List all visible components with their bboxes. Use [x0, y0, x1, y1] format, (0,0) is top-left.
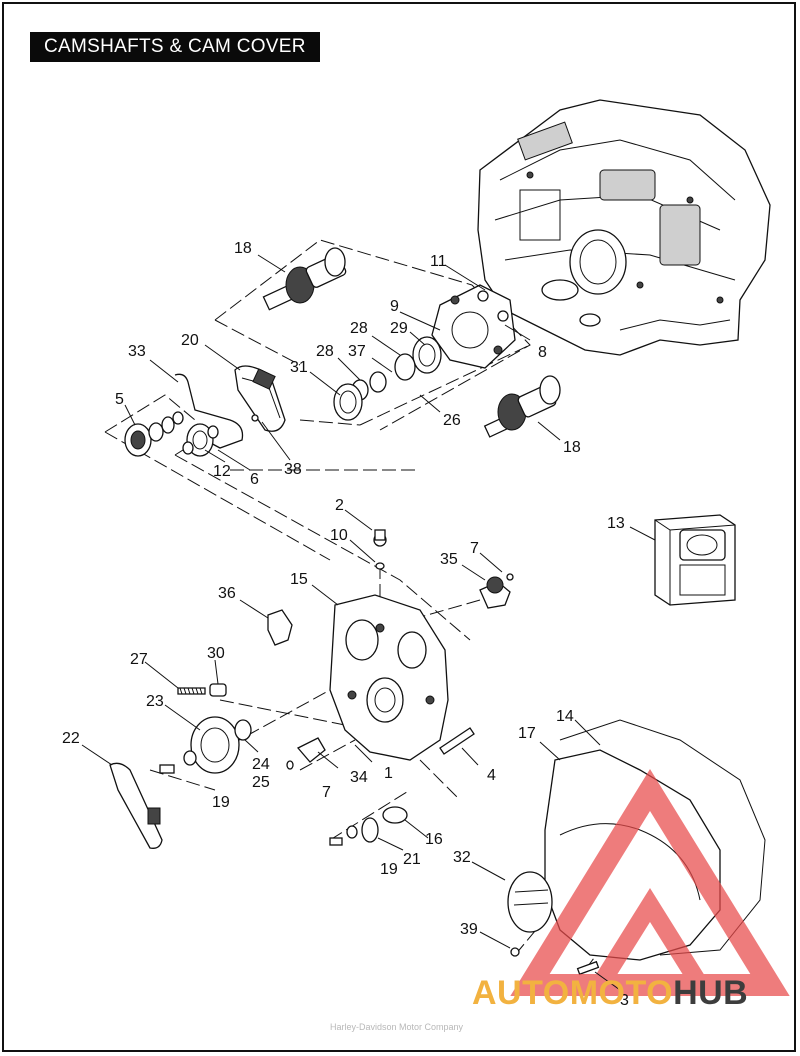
callout-36: 36 [218, 585, 236, 602]
assembly-lines [104, 239, 601, 971]
callout-19-left: 19 [212, 794, 230, 811]
callout-8: 8 [538, 344, 547, 361]
callout-31: 31 [290, 359, 308, 376]
callout-29: 29 [390, 320, 408, 337]
callout-6: 6 [250, 471, 259, 488]
callout-28-upper: 28 [350, 320, 368, 337]
callout-22: 22 [62, 730, 80, 747]
callout-5: 5 [115, 391, 124, 408]
sprocket-bearing-group [124, 411, 219, 457]
watermark-part1: AUTOMOTO [472, 974, 674, 1012]
gasket-kit-box [654, 514, 736, 606]
callout-3: 3 [620, 992, 629, 1009]
callout-37: 37 [348, 343, 366, 360]
callout-4: 4 [487, 767, 496, 784]
callout-18-lower: 18 [563, 439, 581, 456]
oil-pump-drive [109, 716, 252, 849]
callout-39: 39 [460, 921, 478, 938]
camshaft-rear [262, 247, 347, 311]
watermark-text: AUTOMOTOHUB [472, 974, 748, 1013]
callout-28-lower: 28 [316, 343, 334, 360]
callout-10: 10 [330, 527, 348, 544]
page-title: CAMSHAFTS & CAM COVER [30, 32, 320, 62]
cam-support-body [329, 529, 449, 761]
callout-16: 16 [425, 831, 443, 848]
callout-26: 26 [443, 412, 461, 429]
callout-23: 23 [146, 693, 164, 710]
footer-note: Harley-Davidson Motor Company [330, 1022, 464, 1032]
watermark-logo [510, 769, 790, 996]
callout-24: 24 [252, 756, 270, 773]
callout-35: 35 [440, 551, 458, 568]
callout-25: 25 [252, 774, 270, 791]
primary-cam-chain [174, 365, 286, 449]
callout-15: 15 [290, 571, 308, 588]
cam-support-plate [333, 284, 516, 421]
callout-labels: 18 11 9 29 28 37 28 31 8 26 18 33 20 5 1… [62, 240, 629, 1009]
callout-11: 11 [430, 253, 447, 270]
callout-12: 12 [213, 463, 231, 480]
callout-32: 32 [453, 849, 471, 866]
callout-33: 33 [128, 343, 146, 360]
callout-21: 21 [403, 851, 421, 868]
callout-17: 17 [518, 725, 536, 742]
callout-7-upper: 7 [470, 540, 479, 557]
callout-1: 1 [384, 765, 393, 782]
callout-30: 30 [207, 645, 225, 662]
watermark-part2: HUB [673, 974, 749, 1012]
small-parts-left [267, 573, 514, 646]
callout-13: 13 [607, 515, 625, 532]
callout-27: 27 [130, 651, 148, 668]
callout-20: 20 [181, 332, 199, 349]
leader-lines [81, 254, 656, 991]
callout-9: 9 [390, 298, 399, 315]
callout-38: 38 [284, 461, 302, 478]
callout-7-lower: 7 [322, 784, 331, 801]
callout-34: 34 [350, 769, 368, 786]
camshaft-front [483, 375, 561, 438]
lower-small-parts [286, 727, 475, 846]
spring-plunger [177, 683, 227, 697]
callout-18-upper: 18 [234, 240, 252, 257]
callout-2: 2 [335, 497, 344, 514]
crankcase [477, 99, 771, 356]
callout-19-right: 19 [380, 861, 398, 878]
callout-14: 14 [556, 708, 574, 725]
